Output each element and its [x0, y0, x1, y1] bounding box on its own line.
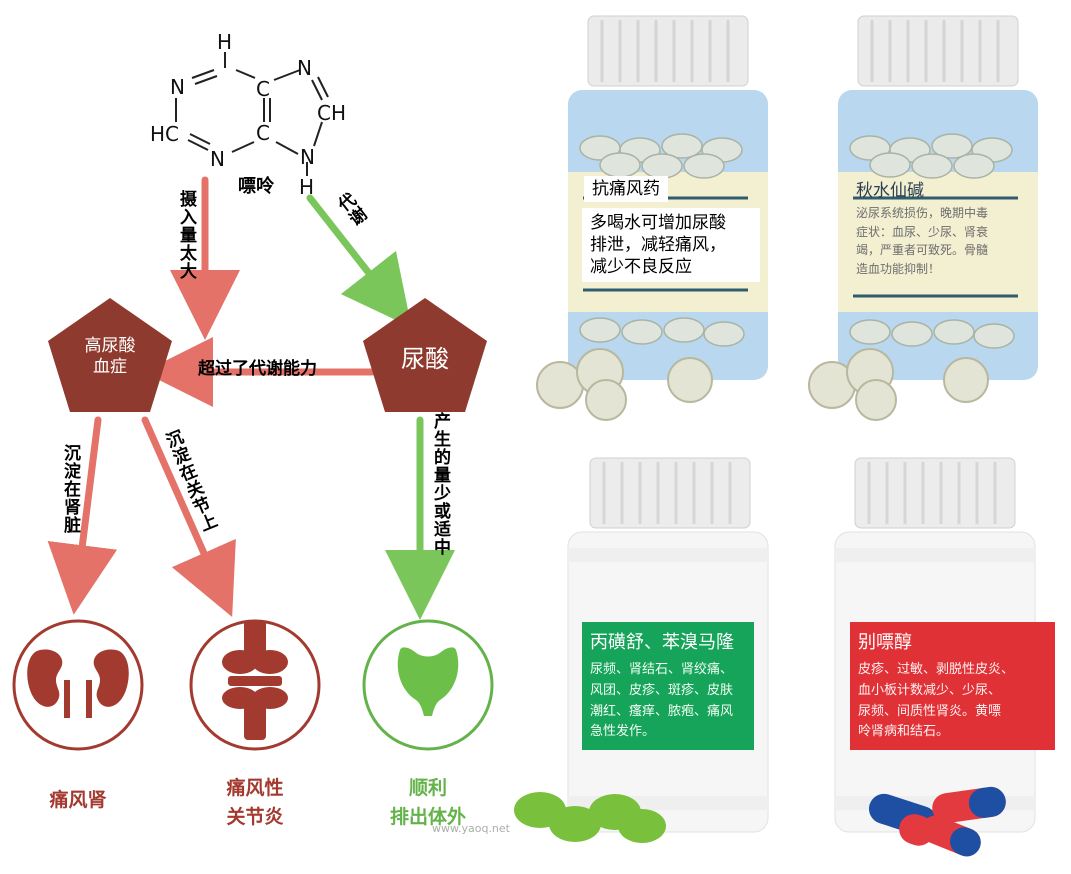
outcome-gout-arthritis-line2: 关节炎: [226, 805, 284, 828]
purine-bonds: [175, 52, 329, 176]
probenecid-text-line4: 急性发作。: [590, 724, 656, 740]
bladder-icon: [397, 647, 459, 716]
atom-c5: C: [256, 77, 270, 101]
outcome-excreted-line2: 排出体外: [389, 805, 466, 828]
allopurinol-panel: 别嘌醇 皮疹、过敏、剥脱性皮炎、 血小板计数减少、少尿、 尿频、间质性肾炎。黄嘌…: [850, 622, 1055, 750]
antigout-text: 多喝水可增加尿酸 排泄，减轻痛风， 减少不良反应: [582, 208, 760, 283]
atom-n3: N: [210, 147, 225, 171]
outcome-gout-arthritis-line1: 痛风性: [226, 777, 284, 799]
bond-n3-c4: [231, 141, 255, 153]
allopurinol-text-line3: 尿频、间质性肾炎。黄嘌: [858, 703, 1002, 719]
arrow-deposit-joint: [141, 416, 236, 618]
label-deposit-kidney: 沉淀在肾脏: [60, 444, 80, 534]
atom-h9: H: [299, 175, 315, 199]
antigout-title: 抗痛风药: [584, 176, 668, 203]
outcome-excreted-line1: 顺利: [408, 777, 447, 799]
allopurinol-text: 皮疹、过敏、剥脱性皮炎、 血小板计数减少、少尿、 尿频、间质性肾炎。黄嘌 呤肾病…: [858, 660, 1047, 743]
bond-n9-c4: [275, 141, 299, 155]
probenecid-text-line2: 风团、皮疹、斑疹、皮肤: [590, 682, 734, 698]
colchicine-text-line3: 竭，严重者可致死。骨髓: [856, 243, 989, 258]
bond-c2-n3: [187, 139, 209, 151]
colchicine-text-line4: 造血功能抑制！: [856, 261, 941, 276]
probenecid-text-line1: 尿频、肾结石、肾绞痛、: [590, 662, 734, 677]
outcome-excreted: 顺利 排出体外: [378, 774, 478, 831]
bond-n1-c6-double: [194, 75, 218, 85]
bond-n7-c8: [311, 79, 323, 101]
flow-arrows: [47, 176, 455, 620]
bond-n7-c8-double: [317, 76, 329, 98]
arrow-deposit-kidney: [47, 416, 118, 615]
node-uric-acid-shape: [363, 298, 487, 412]
watermark: www.yaoq.net: [432, 822, 510, 835]
probenecid-panel: 丙磺舒、苯溴马隆 尿频、肾结石、肾绞痛、 风团、皮疹、斑疹、皮肤 潮红、瘙痒、脓…: [582, 622, 754, 750]
label-excess-intake: 摄入量太大: [176, 190, 196, 280]
allopurinol-text-line1: 皮疹、过敏、剥脱性皮炎、: [858, 662, 1015, 677]
bond-c5-n7: [273, 69, 301, 81]
label-moderate-production: 产生的量少或适中: [430, 412, 450, 556]
allopurinol-text-line2: 血小板计数减少、少尿、: [858, 682, 1002, 698]
atom-c4: C: [256, 121, 270, 145]
node-high-uric-acid-line2: 血症: [93, 357, 127, 378]
label-exceeds-capacity: 超过了代谢能力: [198, 359, 317, 379]
probenecid-text-line3: 潮红、瘙痒、脓疱、痛风: [590, 703, 734, 719]
antigout-text-line2: 排泄，减轻痛风，: [590, 235, 726, 256]
bladder-circle: [362, 619, 494, 751]
node-high-uric-acid: 高尿酸 血症: [58, 336, 162, 379]
bond-n1-c6: [191, 69, 215, 79]
outcome-gout-arthritis: 痛风性 关节炎: [205, 774, 305, 831]
outcome-gout-kidney: 痛风肾: [49, 789, 107, 811]
atom-n7: N: [297, 56, 312, 80]
antigout-text-line1: 多喝水可增加尿酸: [590, 213, 726, 233]
colchicine-text: 泌尿系统损伤，晚期中毒 症状：血尿、少尿、肾衰 竭，严重者可致死。骨髓 造血功能…: [856, 204, 1031, 278]
kidney-circle: [12, 619, 144, 751]
atom-h-top: H: [217, 30, 233, 54]
bond-c6-c5: [235, 69, 256, 79]
node-uric-acid: 尿酸: [401, 345, 449, 373]
atom-n1: N: [170, 75, 185, 99]
kidneys-icon: [27, 649, 129, 718]
probenecid-text: 尿频、肾结石、肾绞痛、 风团、皮疹、斑疹、皮肤 潮红、瘙痒、脓疱、痛风 急性发作…: [590, 660, 746, 743]
bottle-colchicine: [808, 15, 1038, 421]
atom-n9: N: [300, 145, 315, 169]
probenecid-title: 丙磺舒、苯溴马隆: [590, 632, 734, 653]
node-high-uric-acid-shape: [48, 298, 172, 412]
atom-ch8: CH: [317, 101, 347, 125]
colchicine-text-line1: 泌尿系统损伤，晚期中毒: [856, 206, 989, 220]
colchicine-text-line2: 症状：血尿、少尿、肾衰: [856, 224, 989, 239]
knee-joint-icon: [222, 620, 288, 740]
node-high-uric-acid-line1: 高尿酸: [84, 336, 136, 356]
purine-name: 嘌呤: [238, 176, 274, 197]
bond-c2-n3-double: [189, 133, 211, 145]
colchicine-title: 秋水仙碱: [856, 181, 924, 201]
allopurinol-text-line4: 呤肾病和结石。: [858, 724, 950, 740]
allopurinol-title: 别嘌醇: [858, 632, 912, 653]
atom-hc2: HC: [150, 122, 180, 146]
arrow-metabolism: [306, 194, 412, 328]
bond-c8-n9: [313, 121, 323, 147]
antigout-text-line3: 减少不良反应: [590, 257, 692, 278]
